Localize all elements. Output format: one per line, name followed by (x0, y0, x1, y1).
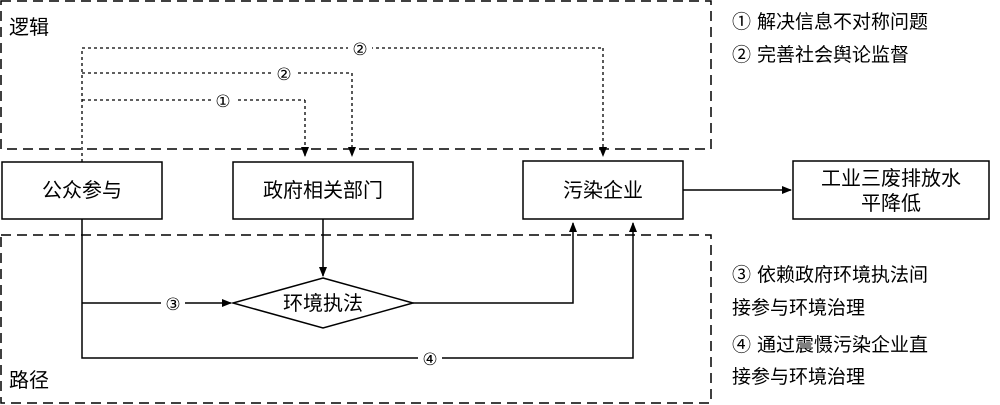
node-government: 政府相关部门 (263, 178, 383, 202)
node-government-box (232, 161, 414, 220)
node-enforcement-shape (230, 277, 416, 329)
node-result-box (792, 160, 990, 220)
marker-2-top: ② (352, 40, 367, 60)
node-result-line1: 工业三废排放水 (821, 166, 961, 190)
logic-region-label: 逻辑 (9, 15, 49, 39)
node-public: 公众参与 (42, 178, 122, 202)
marker-2-mid: ② (276, 65, 291, 85)
path-region-label: 路径 (9, 368, 49, 392)
legend-path-2: 接参与环境治理 (732, 297, 865, 319)
path-region (0, 234, 712, 404)
legend-path-3: ④ 通过震慑污染企业直 (732, 334, 928, 356)
marker-1: ① (215, 92, 230, 112)
logic-region (0, 0, 712, 150)
legend-logic-1: ① 解决信息不对称问题 (732, 11, 928, 33)
node-result-line2: 平降低 (861, 191, 921, 215)
path-markers: ③ ④ (161, 292, 442, 370)
marker-3: ③ (165, 295, 180, 315)
marker-4: ④ (422, 350, 437, 370)
legend-path-4: 接参与环境治理 (732, 366, 865, 388)
node-enterprise-box (522, 160, 684, 220)
node-enforcement: 环境执法 (283, 291, 363, 315)
legend-path-1: ③ 依赖政府环境执法间 (732, 264, 928, 286)
node-public-box (1, 161, 163, 220)
node-enterprise: 污染企业 (563, 178, 643, 202)
logic-markers: ② ② ① (211, 37, 372, 112)
legend-logic-2: ② 完善社会舆论监督 (732, 44, 909, 66)
path-connectors (81, 219, 637, 359)
logic-connectors (81, 47, 607, 162)
